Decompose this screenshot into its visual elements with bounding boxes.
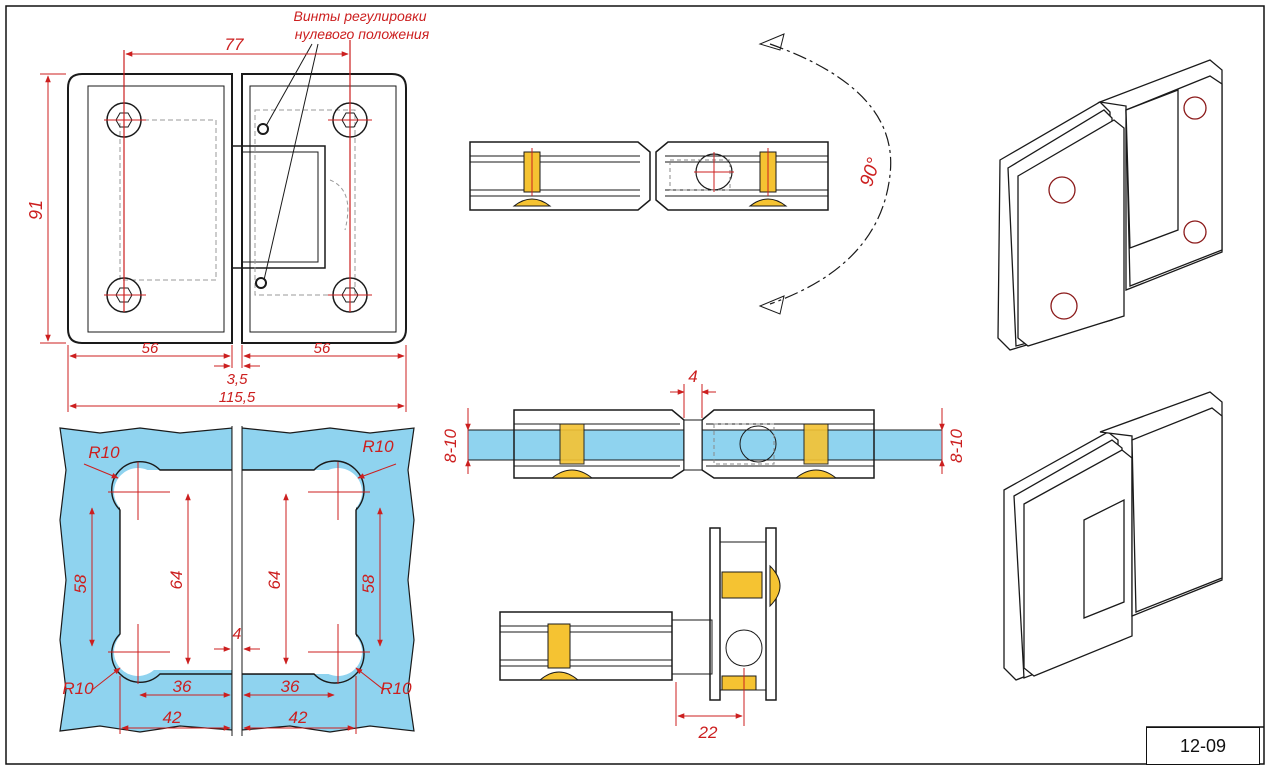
dim-cutout-58-right: 58	[359, 574, 378, 593]
dim-cutout-36-left: 36	[173, 677, 192, 696]
dim-left-half: 56	[142, 340, 159, 357]
drawing-frame	[5, 5, 1265, 765]
dim-height: 91	[26, 200, 46, 220]
dim-center-gap: 3,5	[227, 371, 249, 388]
dim-offset-90: 22	[698, 723, 718, 742]
dim-screw-spacing: 77	[225, 35, 244, 54]
drawing-id: 12-09	[1146, 727, 1260, 765]
section-view-glass	[467, 409, 943, 479]
annotation-line-2: нулевого положения	[295, 26, 430, 42]
dim-cutout-64-right: 64	[265, 571, 284, 590]
rotation-arc	[769, 43, 892, 305]
left-plate	[67, 73, 233, 344]
section-view-90deg	[499, 527, 781, 701]
section-view-top	[469, 141, 829, 211]
dim-radius-bottom-right: R10	[380, 679, 412, 698]
dim-rotation-angle: 90°	[856, 155, 885, 189]
dim-total-width: 115,5	[219, 389, 256, 406]
dim-glass-gap-side: 4	[688, 367, 697, 386]
front-view	[67, 40, 407, 344]
glass-cutout-left	[59, 427, 233, 733]
dim-cutout-42-right: 42	[289, 708, 308, 727]
dim-glass-thickness-left: 8-10	[441, 428, 460, 463]
dim-radius-top-left: R10	[88, 443, 120, 462]
dim-cutout-64-left: 64	[167, 571, 186, 590]
dim-glass-gap-cutout: 4	[233, 626, 242, 643]
dim-cutout-58-left: 58	[71, 574, 90, 593]
annotation-line-1: Винты регулировки	[294, 8, 427, 24]
dim-right-half: 56	[314, 340, 331, 357]
dim-cutout-36-right: 36	[281, 677, 300, 696]
dim-radius-bottom-left: R10	[62, 679, 94, 698]
dim-radius-top-right: R10	[362, 437, 394, 456]
isometric-view-open	[997, 59, 1223, 351]
adjustment-screw-top	[257, 123, 269, 135]
dim-glass-thickness-right: 8-10	[947, 428, 966, 463]
isometric-view-closed	[1003, 391, 1223, 681]
adjustment-screw-bottom	[255, 277, 267, 289]
dim-cutout-42-left: 42	[163, 708, 182, 727]
right-plate	[241, 73, 407, 344]
